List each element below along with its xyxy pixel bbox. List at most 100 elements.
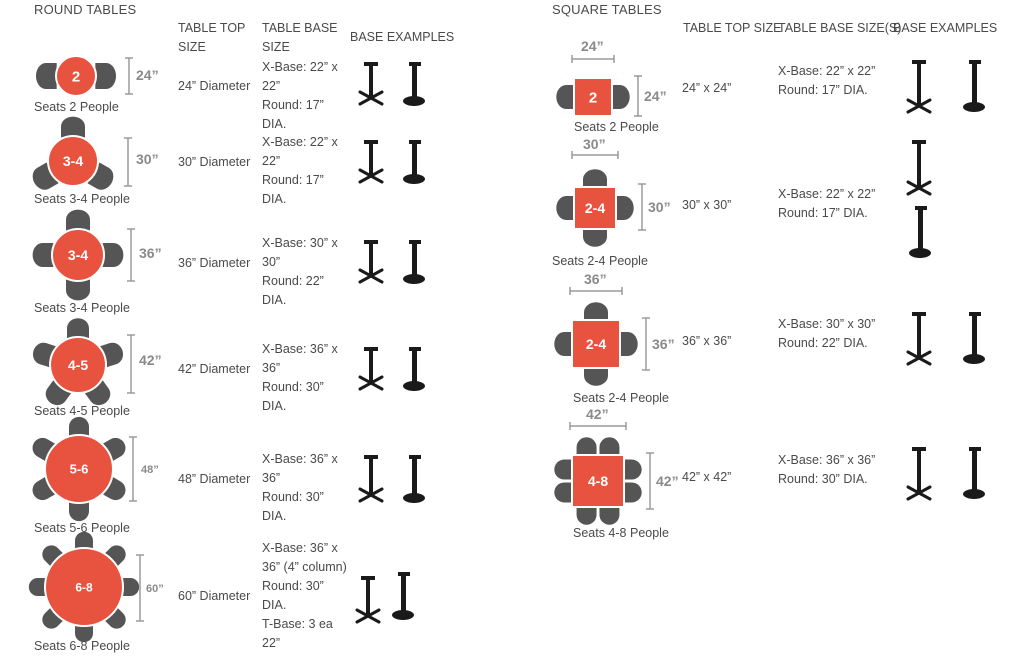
round-table-diagram: 3-4 bbox=[32, 116, 114, 190]
chair-icon bbox=[621, 482, 642, 503]
round-base-icon bbox=[963, 312, 985, 364]
x-base-icon bbox=[906, 447, 932, 501]
dimension-label: 36” bbox=[652, 336, 675, 352]
base-size-line: Round: 30” DIA. bbox=[262, 380, 324, 413]
base-size-line: X-Base: 22” x 22” bbox=[778, 187, 876, 201]
round-header-top-size: TABLE TOP SIZE bbox=[178, 21, 246, 54]
chair-icon bbox=[583, 169, 607, 190]
chair-icon bbox=[103, 545, 126, 568]
round-base-icon bbox=[403, 240, 425, 284]
chair-icon bbox=[120, 578, 140, 596]
square-table-diagram: 2 bbox=[556, 77, 630, 117]
chair-icon bbox=[576, 504, 597, 525]
table-seat-label: 4-8 bbox=[588, 473, 608, 489]
round-table-diagram: 4-5 bbox=[32, 318, 124, 406]
round-tabletop bbox=[49, 336, 107, 394]
table-base-size: X-Base: 30” x 30”Round: 22” DIA. bbox=[262, 234, 350, 310]
base-size-line: Round: 22” DIA. bbox=[778, 336, 868, 350]
table-top-size: 24” x 24” bbox=[682, 81, 732, 95]
dimension-label: 42” bbox=[586, 406, 609, 422]
base-size-line: X-Base: 22” x 22” bbox=[262, 60, 338, 93]
base-size-line: Round: 22” DIA. bbox=[262, 274, 324, 307]
table-top-size: 36” Diameter bbox=[178, 256, 251, 270]
base-size-line: Round: 30” DIA. bbox=[262, 579, 324, 612]
round-tabletop bbox=[44, 434, 114, 504]
chair-icon bbox=[102, 243, 124, 267]
chair-icon bbox=[101, 476, 126, 501]
chair-icon bbox=[554, 332, 575, 356]
table-seat-label: 2 bbox=[589, 89, 597, 106]
table-base-size: X-Base: 22” x 22”Round: 17” DIA. bbox=[262, 133, 350, 209]
seats-label: Seats 4-8 People bbox=[573, 526, 669, 540]
table-base-size: X-Base: 36” x 36” (4” column)Round: 30” … bbox=[262, 539, 350, 653]
chair-icon bbox=[101, 437, 126, 462]
dimension-line bbox=[638, 183, 646, 231]
dimension-label: 30” bbox=[648, 199, 671, 215]
dimension-line bbox=[569, 422, 627, 430]
table-base-size: X-Base: 36” x 36”Round: 30” DIA. bbox=[778, 451, 875, 489]
chair-icon bbox=[554, 482, 575, 503]
x-base-icon bbox=[355, 576, 381, 624]
chair-icon bbox=[617, 332, 638, 356]
chair-icon bbox=[66, 209, 90, 231]
table-base-size: X-Base: 36” x 36”Round: 30” DIA. bbox=[262, 340, 350, 416]
table-seat-label: 3-4 bbox=[68, 247, 88, 263]
base-size-line: X-Base: 36” x 36” bbox=[778, 453, 876, 467]
chair-icon bbox=[103, 606, 126, 629]
table-base-size: X-Base: 30” x 30”Round: 22” DIA. bbox=[778, 315, 875, 353]
round-tabletop bbox=[51, 228, 105, 282]
table-base-size: X-Base: 36” x 36”Round: 30” DIA. bbox=[262, 450, 350, 526]
round-base-icon bbox=[963, 60, 985, 112]
x-base-icon bbox=[906, 60, 932, 114]
dimension-line bbox=[634, 75, 642, 117]
chair-icon bbox=[95, 63, 117, 89]
chair-icon bbox=[67, 318, 89, 339]
chair-icon bbox=[576, 437, 597, 458]
square-tabletop bbox=[573, 186, 617, 230]
table-top-size: 30” Diameter bbox=[178, 155, 251, 169]
x-base-icon bbox=[358, 62, 384, 106]
base-size-line: Round: 17” DIA. bbox=[262, 98, 324, 131]
seats-label: Seats 2-4 People bbox=[552, 254, 648, 268]
round-tables-title: ROUND TABLES bbox=[34, 2, 137, 17]
dimension-label: 42” bbox=[656, 473, 679, 489]
x-base-icon bbox=[906, 140, 932, 196]
table-seat-label: 3-4 bbox=[63, 153, 83, 169]
dimension-label: 24” bbox=[136, 67, 159, 83]
round-base-icon bbox=[403, 62, 425, 106]
chair-icon bbox=[42, 606, 65, 629]
chair-icon bbox=[621, 459, 642, 480]
dimension-label: 48” bbox=[141, 464, 159, 476]
round-base-icon bbox=[403, 140, 425, 184]
square-header-base-examples: BASE EXAMPLES bbox=[893, 21, 998, 35]
base-size-line: T-Base: 3 ea 22” bbox=[262, 617, 333, 650]
chair-icon bbox=[32, 243, 54, 267]
chair-icon bbox=[32, 162, 59, 190]
square-tabletop bbox=[573, 77, 613, 117]
chair-icon bbox=[613, 196, 634, 220]
seats-label: Seats 4-5 People bbox=[34, 404, 130, 418]
seats-label: Seats 2-4 People bbox=[573, 391, 669, 405]
round-tabletop bbox=[44, 547, 124, 627]
dimension-label: 60” bbox=[146, 583, 164, 595]
dimension-line bbox=[646, 452, 654, 510]
table-seat-label: 6-8 bbox=[75, 580, 93, 594]
seats-label: Seats 2 People bbox=[34, 100, 119, 114]
x-base-icon bbox=[358, 240, 384, 284]
dimension-line bbox=[129, 436, 137, 502]
chair-icon bbox=[87, 162, 114, 190]
chair-icon bbox=[75, 531, 93, 551]
table-seat-label: 2-4 bbox=[586, 336, 606, 352]
chair-icon bbox=[35, 63, 57, 89]
table-seat-label: 4-5 bbox=[68, 357, 88, 373]
dimension-label: 36” bbox=[584, 271, 607, 287]
table-base-size: X-Base: 22” x 22” Round: 17” DIA. bbox=[262, 58, 350, 134]
chair-icon bbox=[69, 500, 89, 522]
square-tables-title: SQUARE TABLES bbox=[552, 2, 662, 17]
chair-icon bbox=[61, 116, 85, 138]
square-tabletop bbox=[571, 319, 621, 369]
chair-icon bbox=[556, 85, 577, 109]
dimension-line bbox=[136, 554, 144, 622]
chair-icon bbox=[66, 279, 90, 301]
square-table-diagram: 4-8 bbox=[554, 437, 642, 525]
